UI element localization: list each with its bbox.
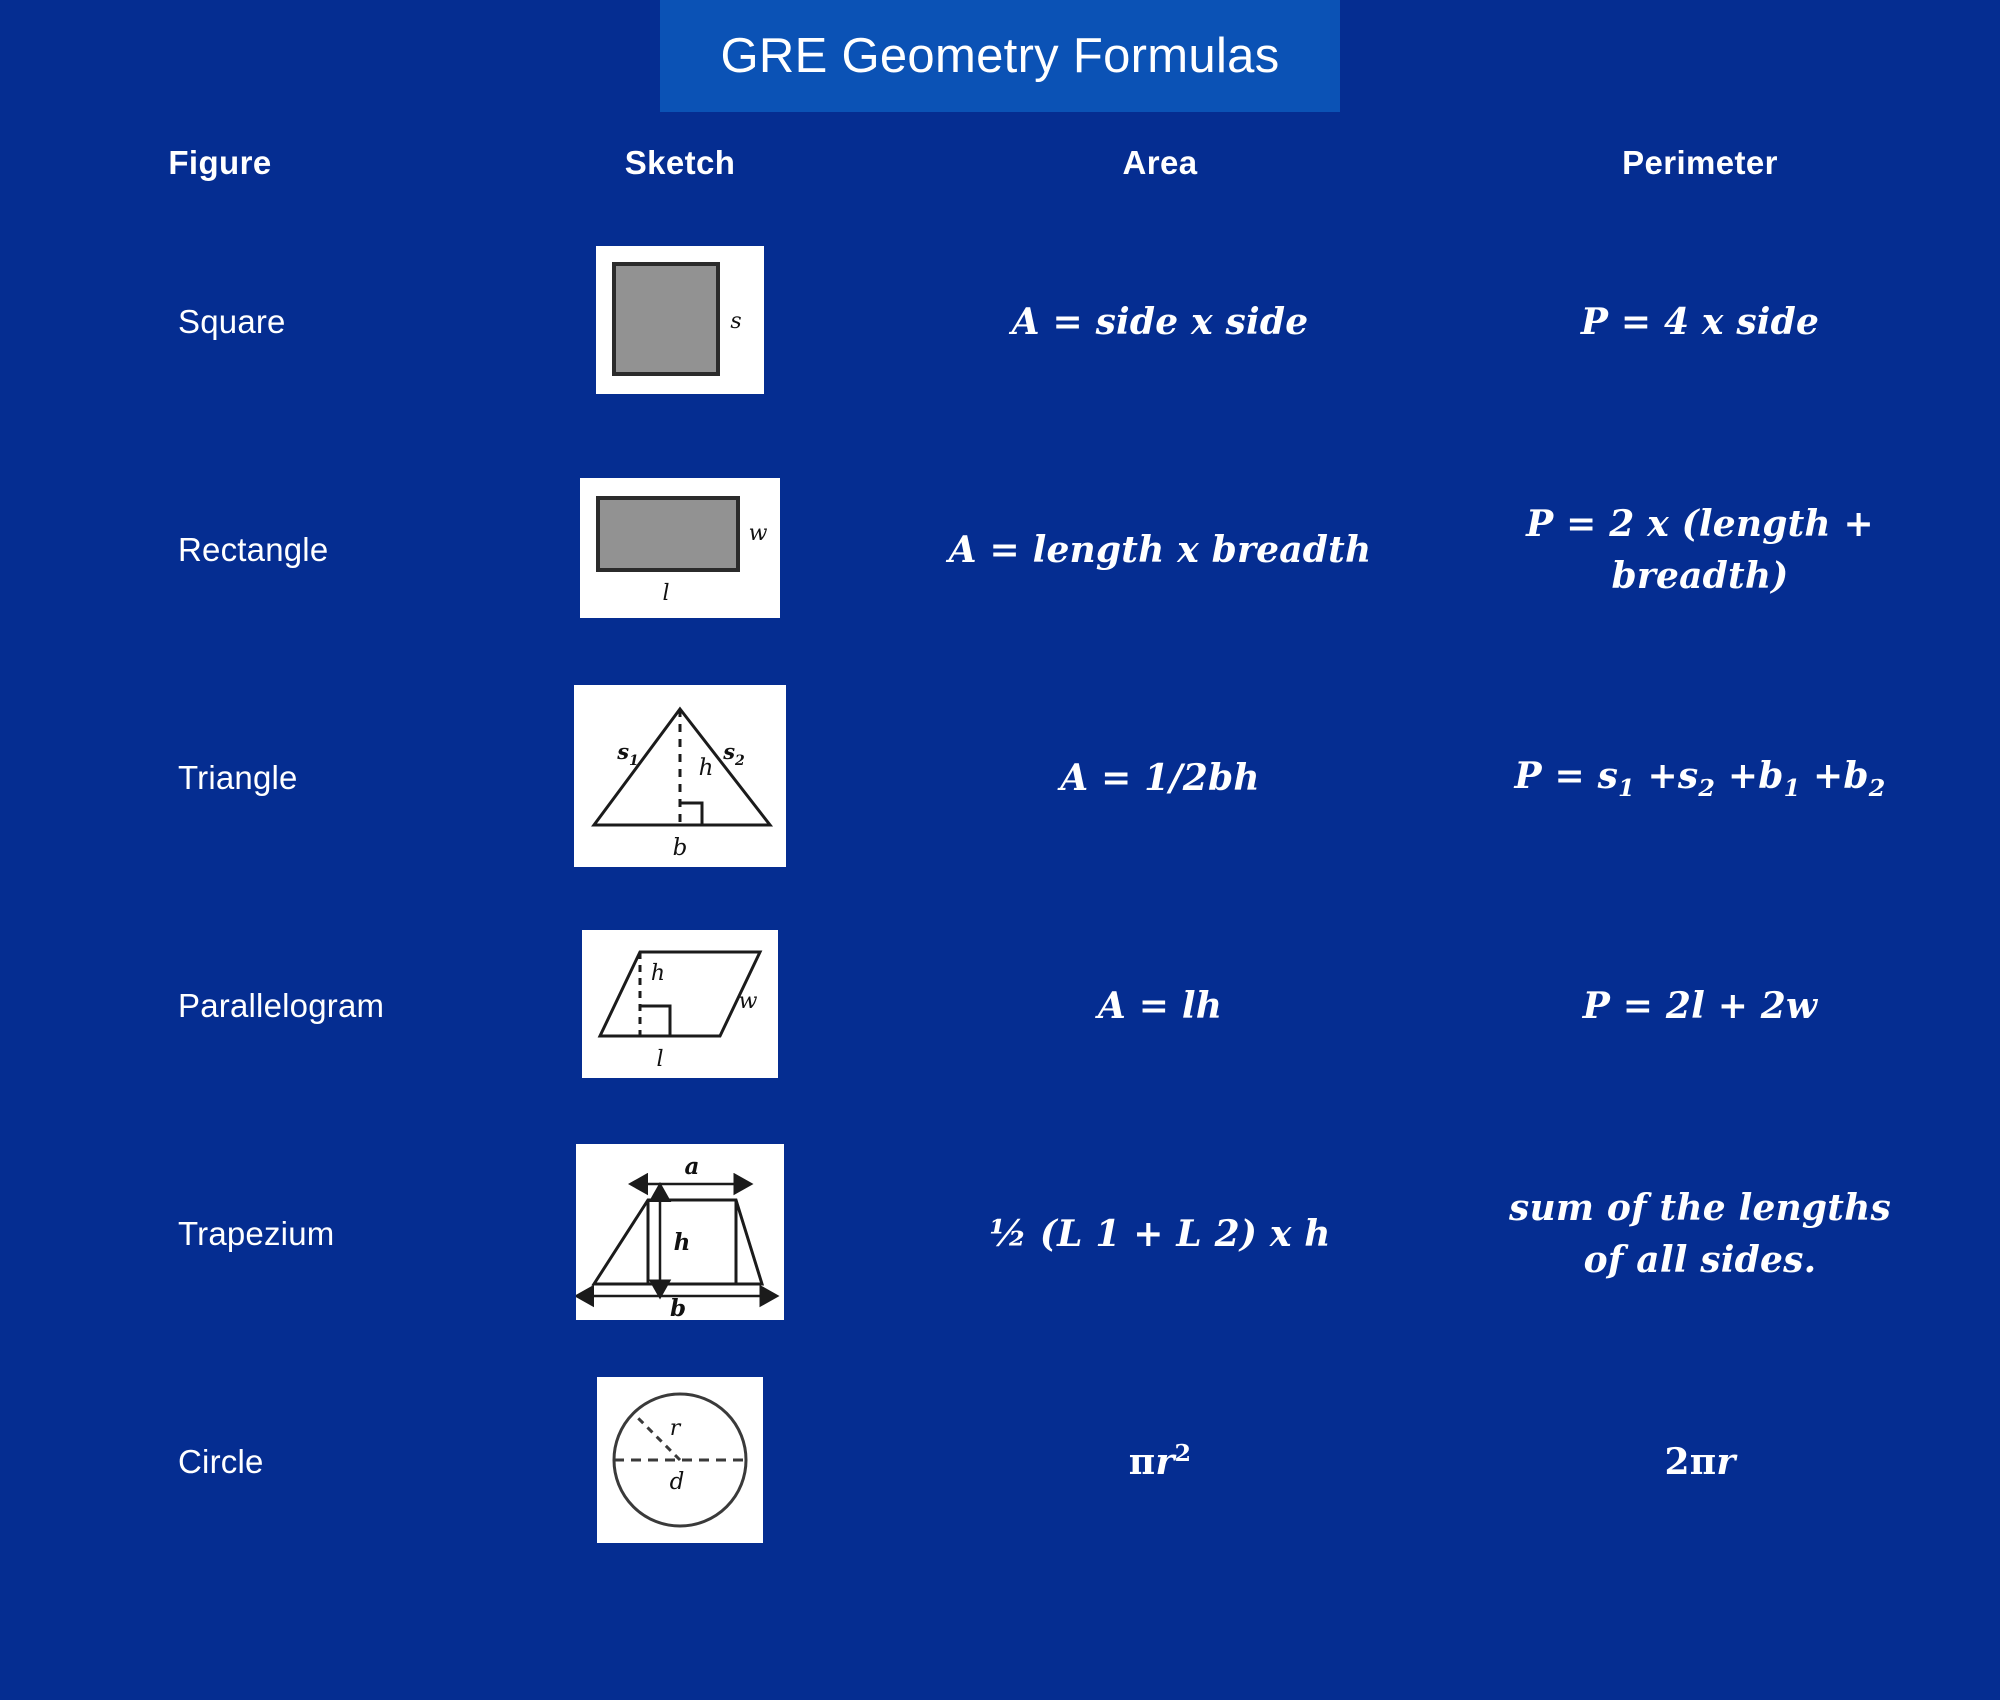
area-exponent: 2 bbox=[1174, 1438, 1192, 1467]
perimeter-formula-circle: 2πr bbox=[1400, 1348, 2000, 1576]
circle-diameter-label: d bbox=[670, 1469, 685, 1495]
sketch-cell-rectangle: w l bbox=[440, 436, 920, 664]
geometry-formula-table: Figure Sketch Area Perimeter Square s A … bbox=[0, 112, 2000, 1576]
area-formula-trapezium: ½ (L 1 + L 2) x h bbox=[989, 1212, 1331, 1255]
area-formula-parallelogram: A = lh bbox=[1097, 984, 1223, 1027]
parallelogram-sketch-card: h w l bbox=[582, 929, 778, 1078]
circle-sketch-card: r d bbox=[597, 1376, 763, 1543]
perimeter-plus1: +s bbox=[1634, 755, 1699, 798]
area-formula-triangle: A = 1/2bh bbox=[1060, 756, 1260, 799]
figure-name-circle: Circle bbox=[178, 1443, 264, 1480]
triangle-height-label: h bbox=[699, 755, 714, 781]
trapezium-sketch-card: a h b bbox=[576, 1143, 784, 1320]
area-pi-symbol: π bbox=[1128, 1440, 1156, 1483]
perimeter-formula-square: P = 4 x side bbox=[1580, 300, 1820, 343]
perimeter-b1-sub: 1 bbox=[1783, 774, 1801, 803]
perimeter-plus3: +b bbox=[1800, 755, 1869, 798]
perimeter-line-2: breadth) bbox=[1611, 555, 1789, 597]
sketch-cell-square: s bbox=[440, 208, 920, 436]
trapezium-height-label: h bbox=[674, 1229, 691, 1256]
perimeter-lead: P = s bbox=[1514, 755, 1619, 798]
trapezium-top-label: a bbox=[685, 1153, 700, 1180]
area-r-symbol: r bbox=[1155, 1440, 1175, 1483]
parallelogram-length-label: l bbox=[656, 1047, 663, 1072]
perimeter-r-symbol: r bbox=[1716, 1440, 1736, 1483]
title-banner: GRE Geometry Formulas bbox=[660, 0, 1340, 112]
table-header-row: Figure Sketch Area Perimeter bbox=[0, 112, 2000, 208]
triangle-diagram: s1 s2 h b bbox=[591, 706, 774, 861]
perimeter-coefficient: 2 bbox=[1664, 1440, 1690, 1483]
table-row: Square s A = side x side P = 4 x side bbox=[0, 208, 2000, 436]
square-sketch-card: s bbox=[596, 245, 764, 394]
trapezium-diagram: a h b bbox=[576, 1153, 780, 1320]
perimeter-line-1: P = 2 x (length + bbox=[1526, 502, 1874, 545]
table-row: Parallelogram h w l A = lh P = 2l + 2w bbox=[0, 892, 2000, 1120]
rectangle-width-label: w bbox=[749, 521, 768, 546]
column-header-perimeter: Perimeter bbox=[1622, 144, 1778, 181]
column-header-area: Area bbox=[1122, 144, 1198, 181]
sketch-cell-parallelogram: h w l bbox=[440, 892, 920, 1120]
trapezium-base-label: b bbox=[670, 1295, 686, 1320]
parallelogram-diagram: h w l bbox=[597, 950, 763, 1072]
perimeter-formula-trapezium: sum of the lengths of all sides. bbox=[1400, 1120, 2000, 1348]
sketch-cell-triangle: s1 s2 h b bbox=[440, 664, 920, 892]
triangle-side1-label: s1 bbox=[616, 739, 639, 769]
triangle-base-label: b bbox=[673, 835, 688, 861]
perimeter-line-2: of all sides. bbox=[1583, 1239, 1817, 1281]
circle-diagram: r d bbox=[612, 1392, 748, 1527]
perimeter-formula-triangle: P = s1 +s2 +b1 +b2 bbox=[1400, 664, 2000, 892]
title-banner-row: GRE Geometry Formulas bbox=[0, 0, 2000, 112]
page-title: GRE Geometry Formulas bbox=[720, 29, 1280, 83]
figure-name-triangle: Triangle bbox=[178, 759, 298, 796]
figure-name-trapezium: Trapezium bbox=[178, 1215, 335, 1252]
triangle-side2-label: s2 bbox=[722, 739, 745, 769]
figure-name-parallelogram: Parallelogram bbox=[178, 987, 385, 1024]
circle-radius-label: r bbox=[670, 1416, 682, 1441]
table-row: Trapezium bbox=[0, 1120, 2000, 1348]
perimeter-formula-parallelogram: P = 2l + 2w bbox=[1582, 984, 1818, 1027]
perimeter-pi-symbol: π bbox=[1689, 1440, 1717, 1483]
figure-name-square: Square bbox=[178, 303, 286, 340]
rectangle-diagram: w l bbox=[596, 495, 768, 606]
table-row: Circle r d πr2 2πr bbox=[0, 1348, 2000, 1576]
parallelogram-height-label: h bbox=[651, 961, 665, 986]
perimeter-s2-sub: 2 bbox=[1698, 774, 1716, 803]
figure-name-rectangle: Rectangle bbox=[178, 531, 329, 568]
column-header-figure: Figure bbox=[168, 144, 272, 181]
rectangle-sketch-card: w l bbox=[580, 477, 780, 618]
area-formula-square: A = side x side bbox=[1011, 300, 1309, 343]
perimeter-line-1: sum of the lengths bbox=[1509, 1186, 1891, 1229]
sketch-cell-circle: r d bbox=[440, 1348, 920, 1576]
sketch-cell-trapezium: a h b bbox=[440, 1120, 920, 1348]
perimeter-formula-rectangle: P = 2 x (length + breadth) bbox=[1400, 436, 2000, 664]
perimeter-plus2: +b bbox=[1715, 755, 1784, 798]
square-side-label: s bbox=[730, 309, 741, 334]
table-row: Rectangle w l A = length x breadth P = 2… bbox=[0, 436, 2000, 664]
triangle-sketch-card: s1 s2 h b bbox=[574, 684, 786, 867]
perimeter-b2-sub: 2 bbox=[1868, 774, 1886, 803]
area-formula-circle: πr2 bbox=[920, 1348, 1400, 1576]
square-diagram: s bbox=[612, 261, 742, 376]
table-row: Triangle s1 s2 h b A = 1/2bh P = s1 +s bbox=[0, 664, 2000, 892]
perimeter-s1-sub: 1 bbox=[1618, 774, 1635, 803]
rectangle-length-label: l bbox=[662, 581, 669, 606]
column-header-sketch: Sketch bbox=[624, 144, 736, 181]
parallelogram-width-label: w bbox=[739, 989, 758, 1014]
area-formula-rectangle: A = length x breadth bbox=[948, 528, 1372, 571]
